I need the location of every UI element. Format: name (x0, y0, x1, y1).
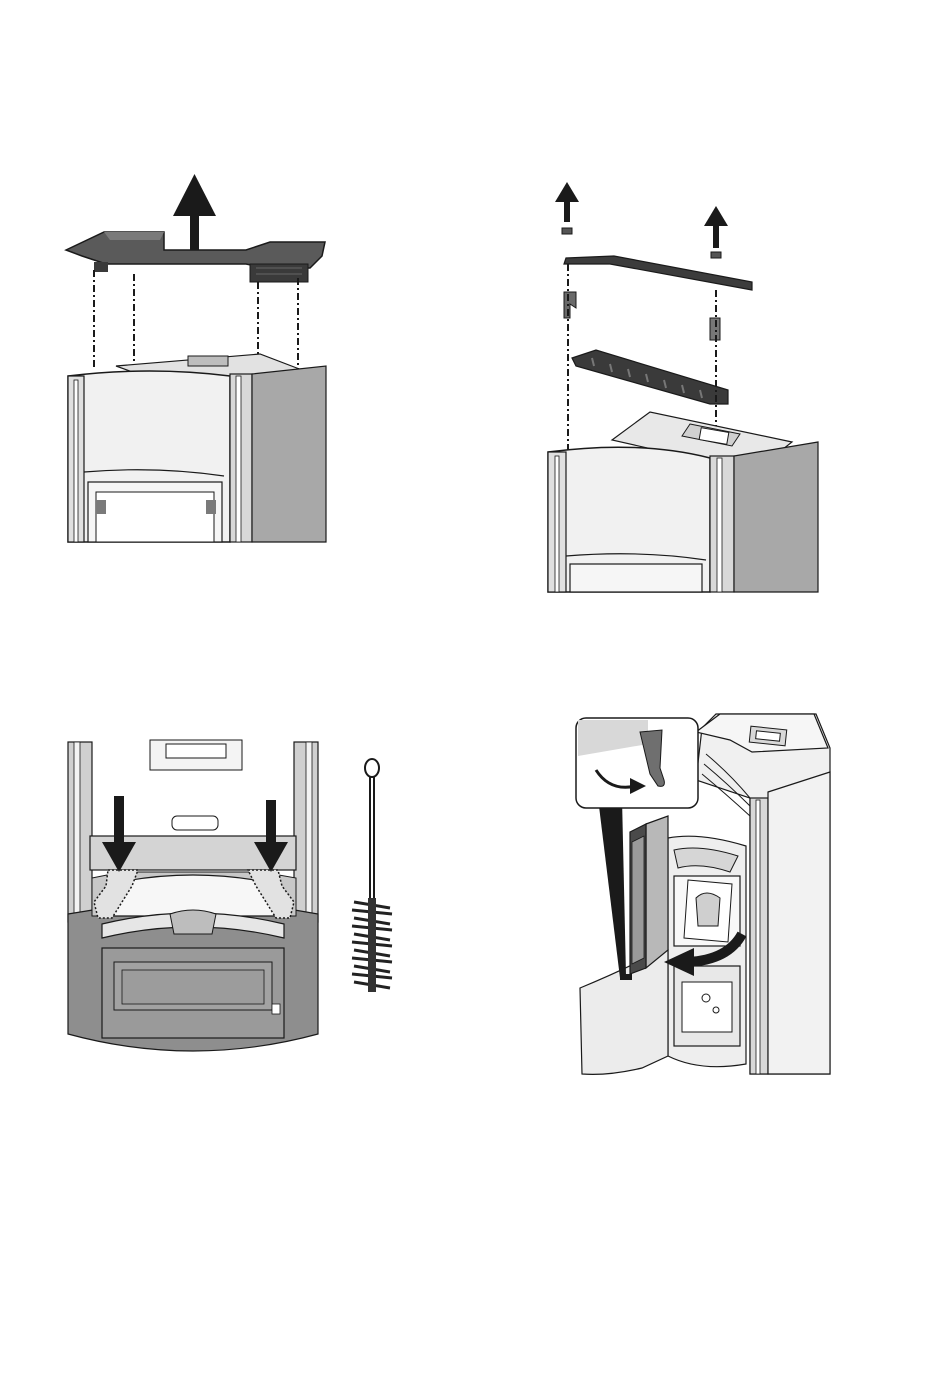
detail-inset (576, 718, 698, 808)
stove-body (68, 354, 326, 542)
clip-part (564, 292, 576, 318)
figure-top-cover-removal (60, 170, 340, 542)
lift-arrow-icon (555, 182, 579, 222)
figure-door-opening (570, 712, 840, 1078)
callout-pointer (598, 798, 626, 978)
cleaning-brush-icon (352, 759, 392, 992)
grille-part (572, 350, 728, 404)
bracket-diagram (540, 180, 830, 592)
figure-brush-cleaning (62, 738, 412, 1056)
stove-front (68, 740, 318, 1051)
guide-lines (94, 270, 298, 370)
door-open-diagram (570, 712, 840, 1078)
figure-top-bracket-removal (540, 180, 830, 592)
lift-arrow-icon (704, 206, 728, 248)
top-cover-diagram (60, 170, 340, 542)
brush-clean-diagram (62, 738, 412, 1056)
lift-arrow-icon (173, 174, 216, 252)
top-rail-part (564, 256, 752, 290)
stove-body (548, 412, 818, 592)
